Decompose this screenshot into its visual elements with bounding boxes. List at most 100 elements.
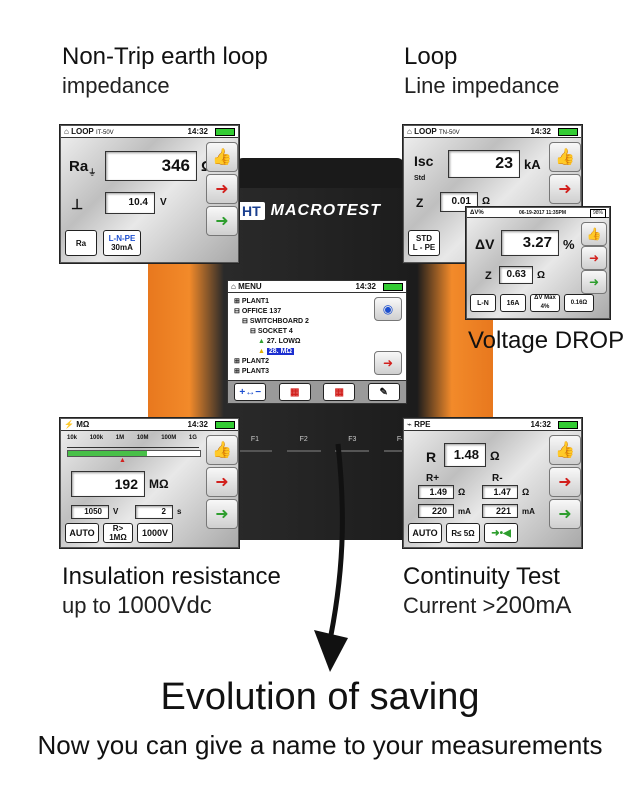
continuity-screen: ⌁ RPE 14:32 R 1.48 Ω R+ R- 1.49 Ω 1.47 Ω… <box>403 418 582 548</box>
menu-status-bar: ⌂ MENU 14:32 <box>228 281 406 293</box>
exit-icon[interactable]: ➜ <box>581 246 607 270</box>
z-unit: Ω <box>482 196 491 207</box>
screen-time: 14:32 <box>187 127 208 136</box>
menu-screen: ⌂ MENU 14:32 ⊞ PLANT1 ⊟ OFFICE 137 ⊟ SWI… <box>227 280 407 404</box>
plant-tree: ⊞ PLANT1 ⊟ OFFICE 137 ⊟ SWITCHBOARD 2 ⊟ … <box>234 297 309 377</box>
tree-item[interactable]: ⊟ SWITCHBOARD 2 <box>242 318 309 325</box>
delete-node-icon[interactable]: ▦ <box>323 383 356 401</box>
auto-button[interactable]: AUTO <box>408 523 442 543</box>
screen-date: 06-19-2017 11:35PM <box>519 210 566 216</box>
isc-value: 23 <box>448 150 520 178</box>
home-icon: ⌂ <box>64 127 69 136</box>
save-icon[interactable]: ➜ <box>581 270 607 294</box>
exit-icon[interactable]: ➜ <box>549 174 581 204</box>
tree-item[interactable]: ⊞ PLANT3 <box>234 368 270 375</box>
rminus-label: R- <box>492 473 503 484</box>
fkey-f4[interactable]: F4 <box>383 436 418 452</box>
caption-nontrip-line2: impedance <box>62 73 170 98</box>
instrument-top <box>235 158 405 188</box>
caption-vdrop: Voltage DROP <box>468 326 624 356</box>
calibration-button[interactable]: ➜•◀ <box>484 523 518 543</box>
thumb-up-icon: 👍 <box>549 142 581 172</box>
exit-icon[interactable]: ➜ <box>206 467 238 497</box>
r-limit-button[interactable]: R≤ 5Ω <box>446 523 480 543</box>
fkey-f3[interactable]: F3 <box>335 436 370 452</box>
mohm-unit: MΩ <box>149 477 169 491</box>
exit-icon[interactable]: ➜ <box>374 351 402 375</box>
caption-loop-line2: Line impedance <box>404 73 560 98</box>
dv-max-button[interactable]: ΔV Max 4% <box>530 294 560 312</box>
thumb-up-icon: 👍 <box>206 435 238 465</box>
z-label: Z <box>416 196 424 210</box>
tree-item[interactable]: ⊟ SOCKET 4 <box>250 328 293 335</box>
view-eye-icon[interactable]: ◉ <box>374 297 402 321</box>
ra-mode-button[interactable]: Ra <box>65 230 97 256</box>
function-keys: F1 F2 F3 F4 <box>238 436 418 452</box>
expand-collapse-icon[interactable]: +↔− <box>234 383 267 401</box>
caption-nontrip-line1: Non-Trip earth loop <box>62 43 268 70</box>
caption-loop-line1: Loop <box>404 43 458 70</box>
rminus-value: 1.47 <box>482 485 518 499</box>
exit-icon[interactable]: ➜ <box>549 467 581 497</box>
screen-time: 14:32 <box>530 127 551 136</box>
screen-subtitle: TN-50V <box>438 130 460 136</box>
vdrop-status-bar: ΔV% 06-19-2017 11:35PM 98% <box>467 208 609 218</box>
test-time-value: 2 <box>135 505 173 519</box>
mohm-value: 192 <box>71 471 145 497</box>
caption-insulation-line1: Insulation resistance <box>62 563 281 590</box>
rplus-value: 1.49 <box>418 485 454 499</box>
exit-icon[interactable]: ➜ <box>206 174 238 204</box>
zref-button[interactable]: 0.16Ω <box>564 294 594 312</box>
tree-item[interactable]: ⊟ OFFICE 137 <box>234 308 282 315</box>
caption-continuity: Continuity Test Current >200mA <box>403 562 571 620</box>
tree-item-selected[interactable]: ▲ 28. MΩ <box>258 348 295 355</box>
battery-icon <box>558 128 578 136</box>
r-limit-button[interactable]: R>1MΩ <box>103 523 133 543</box>
tree-item[interactable]: ⊞ PLANT2 <box>234 358 270 365</box>
battery-icon <box>558 421 578 429</box>
ra-label: Ra⏚ <box>69 158 97 177</box>
iplus-unit: mA <box>458 507 471 516</box>
ln-button[interactable]: L-N <box>470 294 496 312</box>
thumb-up-icon: ▲ <box>258 338 265 345</box>
rplus-unit: Ω <box>458 487 466 497</box>
caption-insulation-line2: up to 1000Vdc <box>62 592 212 619</box>
screen-title: RPE <box>414 420 431 429</box>
auto-button[interactable]: AUTO <box>65 523 99 543</box>
fkey-f2[interactable]: F2 <box>286 436 321 452</box>
vdrop-screen: ΔV% 06-19-2017 11:35PM 98% ΔV 3.27 % Z 0… <box>466 207 610 319</box>
fkey-f1[interactable]: F1 <box>238 436 272 452</box>
add-node-icon[interactable]: ▦ <box>278 383 311 401</box>
screen-time: 14:32 <box>530 420 551 429</box>
tree-item[interactable]: ⊞ PLANT1 <box>234 298 270 305</box>
loop-tn-status-bar: ⌂ LOOP TN-50V 14:32 <box>404 126 581 138</box>
battery-icon <box>215 128 235 136</box>
caption-insulation: Insulation resistance up to 1000Vdc <box>62 562 281 620</box>
marker-icon: ▲ <box>119 457 126 464</box>
caption-nontrip: Non-Trip earth loop impedance <box>62 42 268 100</box>
r-value: 1.48 <box>444 443 486 467</box>
loop-it-status-bar: ⌂ LOOP IT-50V 14:32 <box>61 126 238 138</box>
screen-title: MΩ <box>76 420 90 429</box>
test-voltage-unit: V <box>113 507 119 516</box>
test-voltage-button[interactable]: 1000V <box>137 523 173 543</box>
save-icon[interactable]: ➜ <box>206 206 238 236</box>
save-icon[interactable]: ➜ <box>549 499 581 529</box>
edit-name-icon[interactable]: ✎ <box>367 383 400 401</box>
tree-item[interactable]: ▲ 27. LOWΩ <box>258 338 301 345</box>
screen-title: LOOP <box>71 127 94 136</box>
r-unit: Ω <box>490 449 500 463</box>
caption-vdrop-line1: Voltage DROP <box>468 327 625 354</box>
caption-loop: Loop Line impedance <box>404 42 559 100</box>
isc-unit: kA <box>524 157 541 172</box>
iminus-value: 221 <box>482 504 518 518</box>
save-icon[interactable]: ➜ <box>206 499 238 529</box>
battery-icon <box>215 421 235 429</box>
down-arrow-icon <box>314 443 348 672</box>
test-time-unit: s <box>177 507 182 516</box>
current-16a-button[interactable]: 16A <box>500 294 526 312</box>
menu-time: 14:32 <box>355 282 376 291</box>
screen-title: ΔV% <box>470 210 484 216</box>
